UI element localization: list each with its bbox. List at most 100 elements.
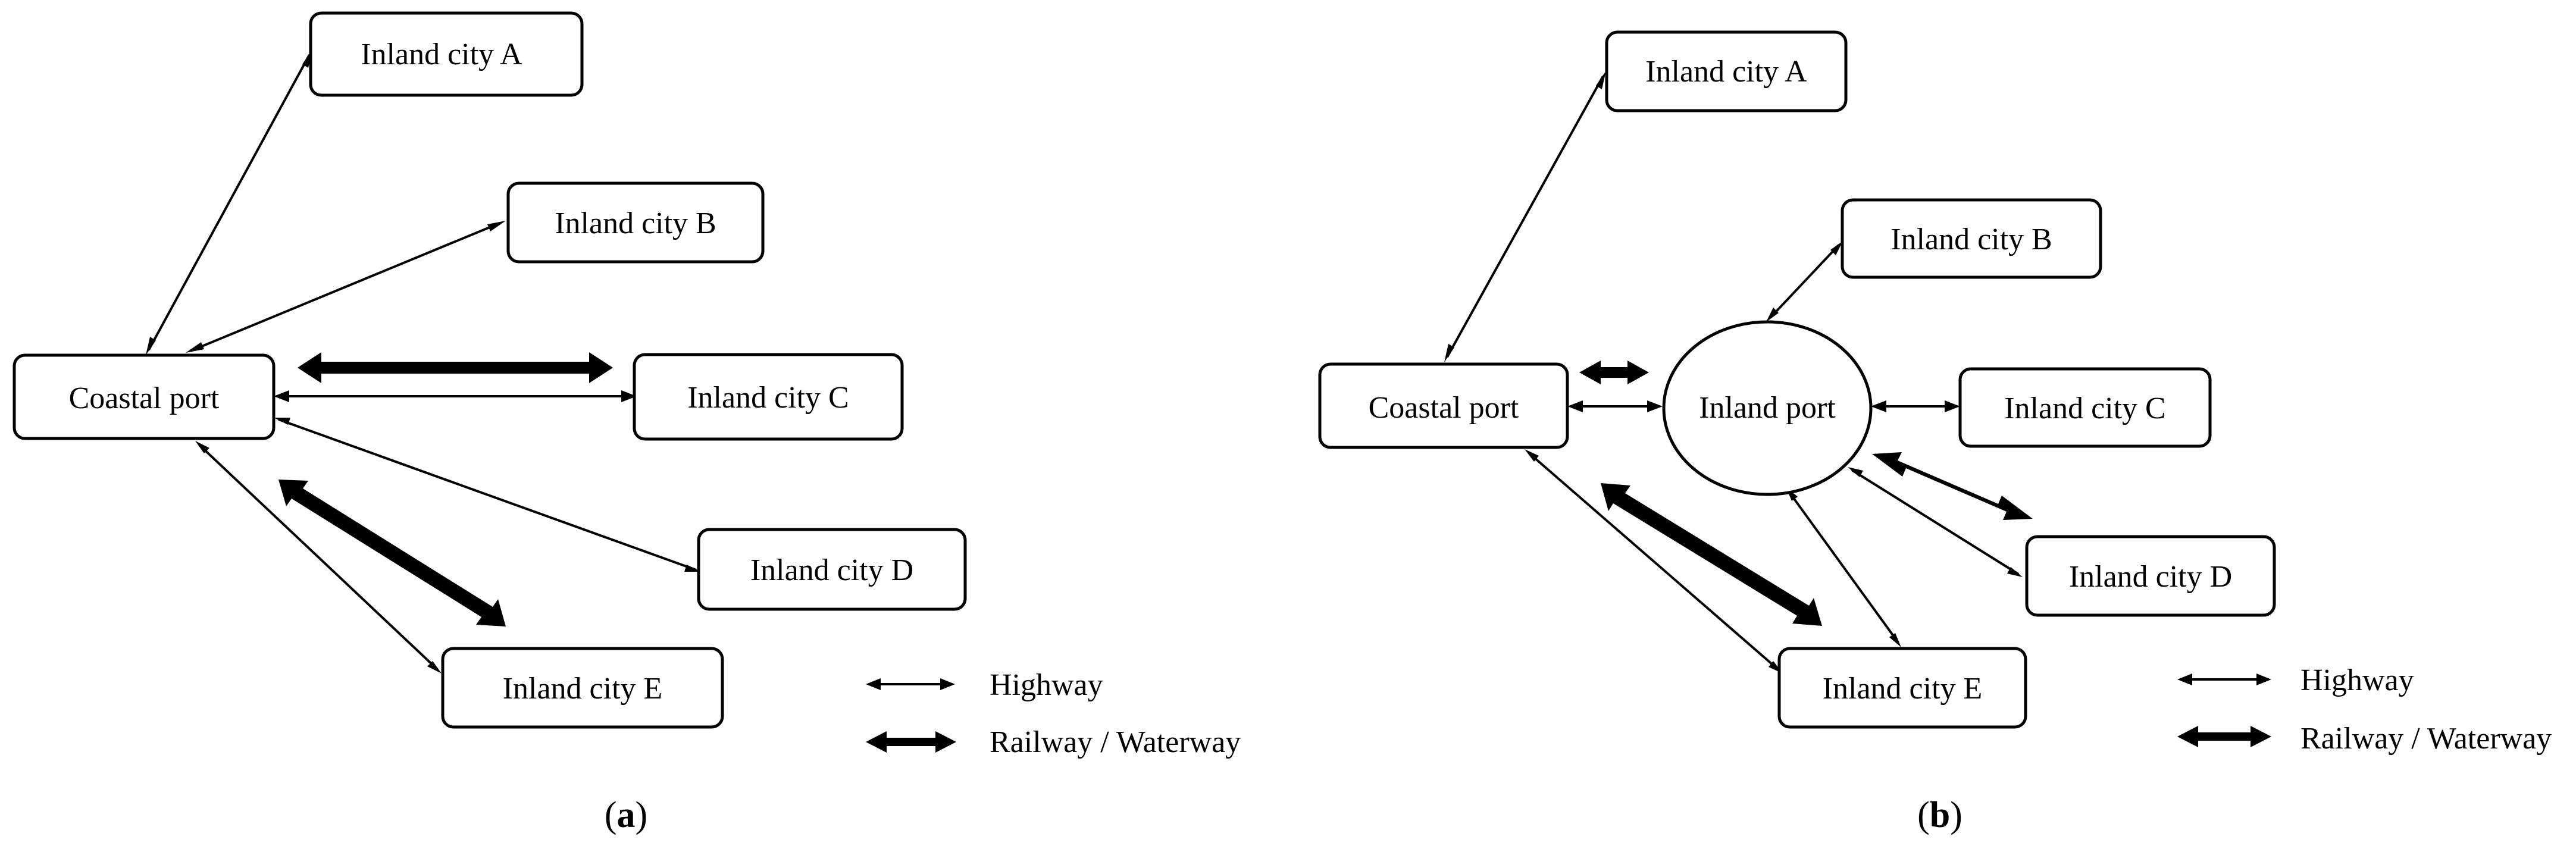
highway-edges-a <box>146 49 701 673</box>
city-a-node-a: Inland city A <box>309 11 584 97</box>
city-d-label: Inland city D <box>750 553 913 587</box>
caption-b-close: ) <box>1950 795 1962 835</box>
coastal-port-node-b: Coastal port <box>1318 362 1569 449</box>
city-d-node-b: Inland city D <box>2025 535 2276 617</box>
city-a-node-b: Inland city A <box>1605 30 1848 112</box>
arrowhead <box>1567 400 1583 412</box>
city-e-label: Inland city E <box>1823 672 1983 706</box>
highway-edge-coastal-to-city-d <box>278 418 697 571</box>
arrowhead <box>427 661 442 673</box>
inland-port-node-b: Inland port <box>1662 320 1873 496</box>
panel-b: Coastal port Inland port Inland city A I… <box>1318 30 2552 835</box>
city-d-label: Inland city D <box>2069 560 2232 594</box>
city-d-box <box>697 528 967 611</box>
city-b-label: Inland city B <box>1890 223 2052 256</box>
caption-a-letter: a <box>617 795 636 835</box>
city-a-label: Inland city A <box>361 37 522 71</box>
railway-edge-coastal-to-inland-port <box>1579 361 1649 384</box>
arrowhead <box>2177 673 2192 685</box>
railway-edge-coastal-to-city-c <box>298 352 613 383</box>
city-a-box <box>1605 30 1848 112</box>
inland-port-label: Inland port <box>1699 391 1836 425</box>
caption-b-letter: b <box>1930 795 1950 835</box>
highway-edge-coastal-to-city-e <box>1528 452 1779 671</box>
coastal-port-box <box>1318 362 1569 449</box>
coastal-port-label: Coastal port <box>69 381 220 415</box>
city-e-label: Inland city E <box>503 672 663 706</box>
coastal-port-box <box>12 353 276 440</box>
highway-edge-inland-port-to-city-e <box>1788 490 1899 644</box>
highway-edge-coastal-to-city-b <box>190 222 500 352</box>
arrowhead <box>940 678 955 690</box>
city-b-box <box>506 181 765 264</box>
legend-railway-label: Railway / Waterway <box>990 725 1241 759</box>
city-c-label: Inland city C <box>687 381 849 415</box>
railway-edge-coastal-to-city-e <box>1601 483 1822 626</box>
city-c-box <box>633 353 904 441</box>
caption-a-open: ( <box>605 795 617 835</box>
city-a-label: Inland city A <box>1645 55 1807 89</box>
legend-highway-label: Highway <box>2300 663 2414 697</box>
highway-edges-b <box>1444 71 2023 673</box>
city-e-box <box>1777 647 2027 729</box>
highway-edge-inland-port-to-city-b <box>1769 244 1840 319</box>
arrowhead <box>1889 633 1901 647</box>
railway-edges-b <box>1579 361 2033 626</box>
city-a-box <box>309 11 584 97</box>
legend-railway-label: Railway / Waterway <box>2300 722 2552 756</box>
arrowhead <box>621 390 637 402</box>
city-b-node-a: Inland city B <box>506 181 765 264</box>
city-e-node-b: Inland city E <box>1777 647 2027 729</box>
arrowhead <box>866 678 881 690</box>
arrowhead <box>2007 567 2023 577</box>
arrowhead <box>195 441 209 453</box>
arrowhead <box>1830 241 1843 255</box>
city-c-box <box>1958 367 2212 448</box>
arrowhead <box>146 337 156 355</box>
highway-edge-coastal-to-city-e <box>198 444 439 671</box>
arrowhead <box>487 221 506 231</box>
coastal-port-label: Coastal port <box>1369 391 1519 425</box>
city-c-label: Inland city C <box>2004 391 2166 425</box>
caption-b-open: ( <box>1917 795 1930 835</box>
arrowhead <box>1848 467 1863 477</box>
caption-a: (a) <box>605 795 647 835</box>
legend-highway-label: Highway <box>990 668 1103 702</box>
city-b-box <box>1841 198 2102 279</box>
city-d-node-a: Inland city D <box>697 528 967 611</box>
legend-highway-symbol <box>866 678 955 690</box>
arrowhead <box>1945 400 1960 412</box>
inland-port-circle <box>1662 320 1873 496</box>
railway-edges-a <box>278 352 613 626</box>
caption-a-close: ) <box>636 795 648 835</box>
legend-railway-symbol <box>2177 726 2271 747</box>
city-e-box <box>441 647 724 729</box>
legend-b: Highway Railway / Waterway <box>2177 663 2552 756</box>
railway-edge-inland-port-to-city-d <box>1872 452 2033 520</box>
arrowhead <box>274 390 289 402</box>
caption-b: (b) <box>1917 795 1962 835</box>
arrowhead <box>1525 449 1539 462</box>
highway-edge-coastal-to-city-a <box>1446 76 1604 358</box>
arrowhead <box>1647 400 1663 412</box>
arrowhead <box>1766 308 1779 322</box>
highway-edge-coastal-to-city-a <box>148 54 311 350</box>
legend-highway-symbol <box>2177 673 2271 685</box>
city-e-node-a: Inland city E <box>441 647 724 729</box>
railway-edge-coastal-to-city-e <box>278 480 506 626</box>
city-c-node-b: Inland city C <box>1958 367 2212 448</box>
panel-a: Coastal port Inland city A Inland city B… <box>12 11 1241 835</box>
legend-railway-symbol <box>866 731 956 753</box>
city-b-label: Inland city B <box>555 206 716 240</box>
legend-a: Highway Railway / Waterway <box>866 668 1241 759</box>
arrowhead <box>274 418 290 425</box>
arrowhead <box>1444 344 1454 362</box>
city-b-node-b: Inland city B <box>1841 198 2102 279</box>
coastal-port-node-a: Coastal port <box>12 353 276 440</box>
arrowhead <box>1871 400 1886 412</box>
arrowhead <box>1596 71 1606 89</box>
highway-edge-inland-port-to-city-d <box>1851 469 2020 575</box>
arrowhead <box>2256 673 2271 685</box>
city-d-box <box>2025 535 2276 617</box>
